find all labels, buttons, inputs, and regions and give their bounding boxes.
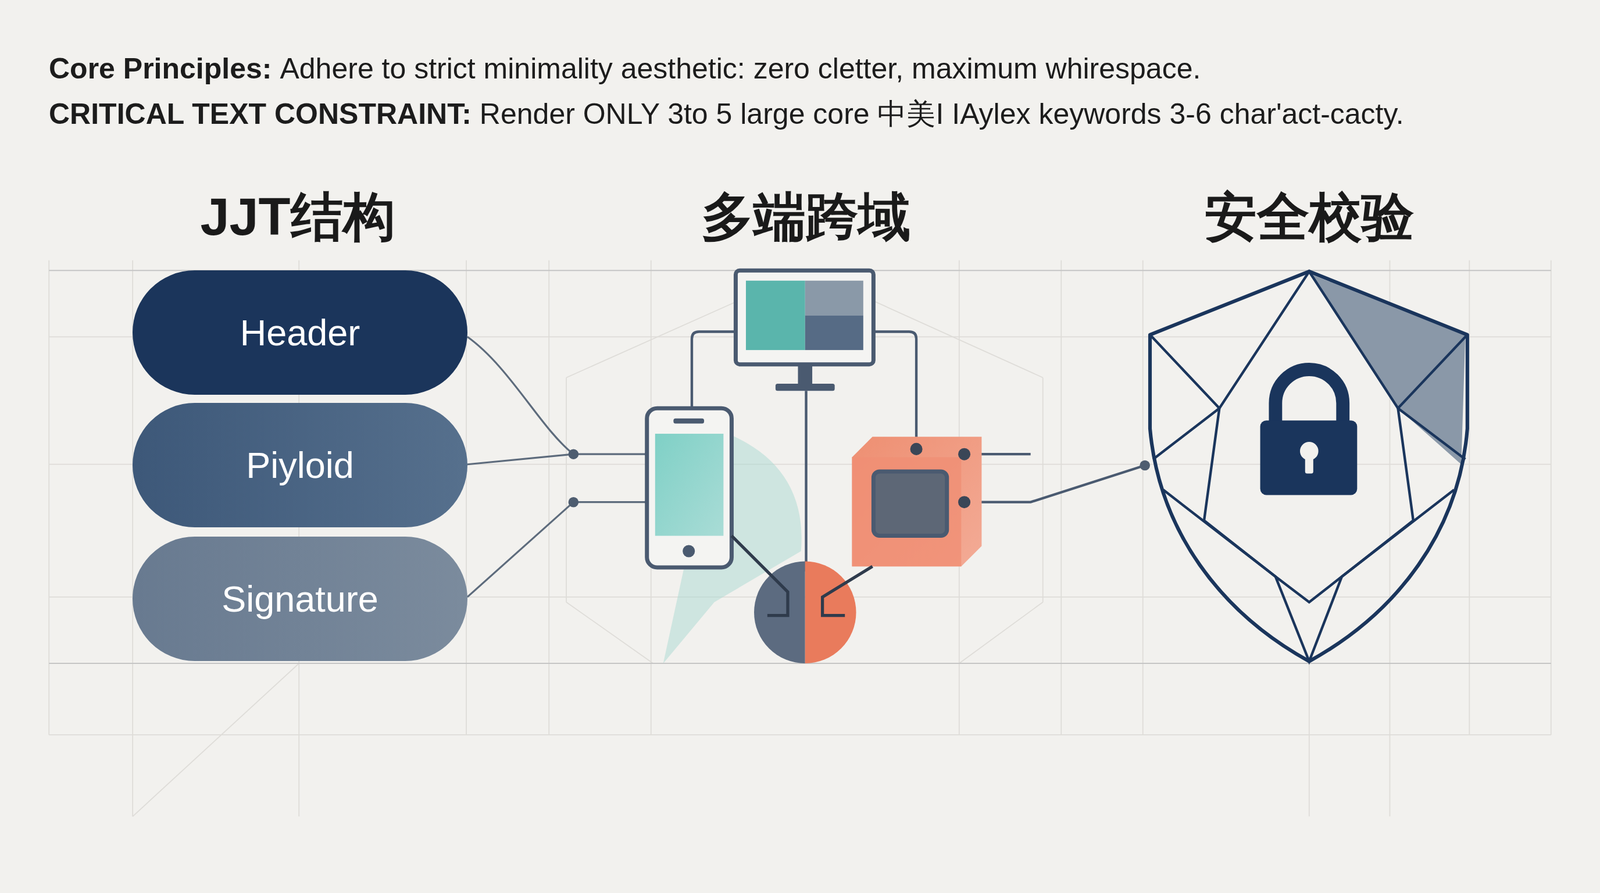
- constraint-text: Render ONLY 3to 5 large core 中美I IAylex …: [479, 96, 1405, 132]
- pill-label: Header: [240, 311, 361, 354]
- grid: [48, 260, 1552, 817]
- column-heading: 多端跨域: [701, 181, 911, 253]
- pill-label: Piyloid: [245, 444, 355, 487]
- pill-label: Signature: [221, 577, 379, 620]
- principle-heading: Core Principles:: [48, 51, 272, 87]
- cube-icon: [852, 436, 982, 567]
- wire-dot: [1139, 460, 1150, 471]
- phone-icon: [647, 408, 732, 568]
- principle-text: Adhere to strict minimality aesthetic: z…: [279, 51, 1201, 87]
- column-heading: 安全校验: [1204, 181, 1414, 253]
- shield-icon: [1150, 271, 1468, 662]
- connector-wires: [467, 336, 649, 598]
- signature-pill: Signature: [132, 536, 468, 662]
- merge-wires: [731, 536, 873, 616]
- merge-circle: [754, 561, 857, 664]
- wire-dots: [568, 448, 654, 507]
- frame-lines: [48, 270, 1552, 664]
- payload-pill: Piyloid: [132, 402, 468, 528]
- column-heading: JJT结构: [200, 181, 395, 253]
- constraint-heading: CRITICAL TEXT CONSTRAINT:: [48, 96, 472, 132]
- monitor-icon: [735, 270, 874, 391]
- device-wires: [691, 331, 1145, 573]
- header-pill: Header: [132, 270, 468, 395]
